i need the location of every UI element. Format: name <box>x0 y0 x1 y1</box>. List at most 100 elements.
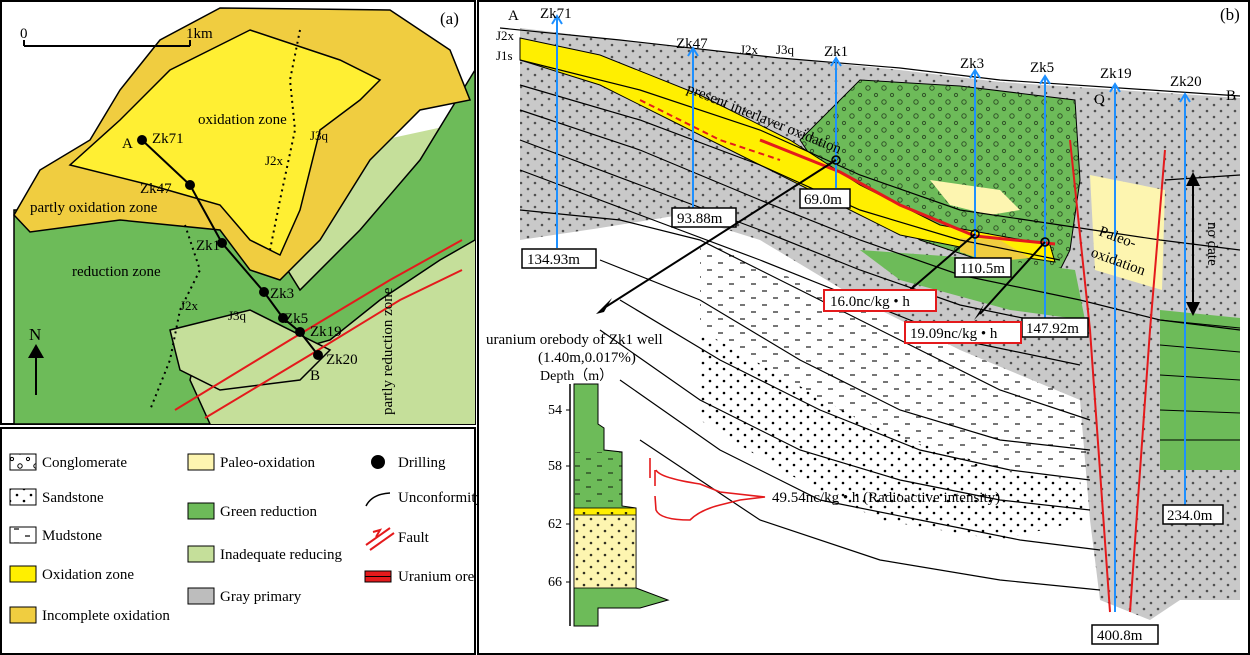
map-well-zk47: Zk47 <box>140 181 172 197</box>
depth-zk5: 147.92m <box>1026 321 1079 337</box>
section-end-a: A <box>508 8 519 24</box>
map-point-a: A <box>122 136 133 152</box>
panel-b-section: no date Zk71 Zk47 Zk1 Zk3 Zk5 Zk19 Zk20 <box>477 0 1250 655</box>
scale-start: 0 <box>20 26 28 42</box>
radioactive-label: 49.54nc/kg • h (Radioactive intensity) <box>772 490 1000 506</box>
incomplete-oxidation-swatch <box>9 606 37 624</box>
unconformity-icon <box>365 492 391 507</box>
legend-inadequate-reducing: Inadequate reducing <box>220 547 343 563</box>
depth-tick-54: 54 <box>548 403 562 418</box>
oxidation-zone-label: oxidation zone <box>198 112 287 128</box>
green-reduction-right <box>1160 310 1240 470</box>
legend-sandstone: Sandstone <box>42 490 104 506</box>
fault-west <box>1069 139 1111 613</box>
drilling-icon <box>371 455 385 469</box>
intensity-label-1: 16.0nc/kg • h <box>830 294 910 310</box>
map-well-zk1: Zk1 <box>196 238 220 254</box>
legend-incomplete-oxidation: Incomplete oxidation <box>42 608 170 624</box>
well-name-zk19: Zk19 <box>1100 66 1132 82</box>
inadequate-lobe <box>169 309 332 391</box>
no-date-label: no date <box>1204 222 1220 266</box>
inadequate-reducing-swatch <box>187 545 215 563</box>
legend-oxidation-zone: Oxidation zone <box>42 567 134 583</box>
depth-axis-title: Depth（m） <box>540 368 613 384</box>
legend-unconformity: Unconformity <box>398 490 483 506</box>
radioactive-curve <box>649 458 766 521</box>
well-name-zk3: Zk3 <box>960 56 984 72</box>
well-name-zk20: Zk20 <box>1170 74 1202 90</box>
depth-zk71: 134.93m <box>527 252 580 268</box>
legend-gray-primary: Gray primary <box>220 589 302 605</box>
green-reduction-swatch <box>187 502 215 520</box>
legend-mudstone: Mudstone <box>42 528 102 544</box>
oxidation-zone-area <box>68 29 382 257</box>
strata-j2x: J2x <box>496 28 515 43</box>
paleo-oxidation-area <box>1090 175 1165 290</box>
depth-zk47: 93.88m <box>677 211 723 227</box>
intensity-label-2: 19.09nc/kg • h <box>910 326 998 342</box>
depth-zk1: 69.0m <box>804 192 842 208</box>
well-dot-zk3 <box>259 287 269 297</box>
orebody-column: 54 58 62 66 <box>548 383 670 627</box>
callout-arrows <box>603 159 1046 315</box>
legend-green-reduction: Green reduction <box>220 504 318 520</box>
partly-reduction-label: partly reduction zone <box>380 287 396 415</box>
well-name-zk71: Zk71 <box>540 6 572 22</box>
oxidation-swatch <box>9 565 37 583</box>
panel-b-tag: (b) <box>1220 5 1240 24</box>
well-dot-zk5 <box>278 313 288 323</box>
well-dot-zk1 <box>217 238 227 248</box>
map-well-zk5: Zk5 <box>284 311 308 327</box>
depth-tick-58: 58 <box>548 459 562 474</box>
map-j2x-low: J2x <box>180 298 199 313</box>
depth-zk20: 234.0m <box>1167 508 1213 524</box>
well-dot-zk71 <box>137 135 147 145</box>
depth-zk19: 400.8m <box>1097 628 1143 644</box>
map-well-zk19: Zk19 <box>310 324 342 340</box>
uranium-ore-line <box>759 138 1056 246</box>
map-point-b: B <box>310 368 320 384</box>
map-wells <box>137 135 323 360</box>
orebody-sub: (1.40m,0.017%) <box>538 350 636 366</box>
panel-a-map: 0 1km (a) N oxidation zone partly oxidat… <box>0 0 476 425</box>
legend-paleo-oxidation: Paleo-oxidation <box>220 455 315 471</box>
well-dot-zk20 <box>313 350 323 360</box>
formation-boundary-low <box>149 224 202 411</box>
paleo-oxidation-swatch <box>187 453 215 471</box>
reduction-zone-label: reduction zone <box>72 264 161 280</box>
map-well-zk20: Zk20 <box>326 352 358 368</box>
legend-frame <box>0 427 476 655</box>
north-label: N <box>29 325 41 344</box>
orebody-title: uranium orebody of Zk1 well <box>486 332 663 348</box>
strata-j3q-mid: J3q <box>776 42 795 57</box>
well-name-zk5: Zk5 <box>1030 60 1054 76</box>
scale-end: 1km <box>186 26 213 42</box>
strata-j1s: J1s <box>496 48 513 63</box>
sandstone-swatch <box>9 488 37 506</box>
well-name-zk47: Zk47 <box>676 36 708 52</box>
map-well-zk3: Zk3 <box>270 286 294 302</box>
section-wells <box>556 18 1186 612</box>
depth-tick-62: 62 <box>548 517 562 532</box>
partly-oxidation-label: partly oxidation zone <box>30 200 158 216</box>
legend-drilling: Drilling <box>398 455 446 471</box>
section-point-q: Q <box>1094 92 1105 108</box>
section-end-b: B <box>1226 88 1236 104</box>
mudstone-swatch <box>9 526 37 544</box>
legend-conglomerate: Conglomerate <box>42 455 127 471</box>
strata-j2x-mid: J2x <box>740 42 759 57</box>
gray-primary-swatch <box>187 587 215 605</box>
legend: Conglomerate Sandstone Mudstone Oxidatio… <box>0 427 483 655</box>
legend-uranium-ore: Uranium ore <box>398 569 475 585</box>
map-well-zk71: Zk71 <box>152 131 184 147</box>
depth-tick-66: 66 <box>548 575 562 590</box>
well-dot-zk47 <box>185 180 195 190</box>
conglomerate-swatch <box>9 453 37 471</box>
fault-line-2 <box>204 269 463 419</box>
panel-a-tag: (a) <box>440 9 459 28</box>
well-dot-zk19 <box>295 327 305 337</box>
depth-zk3: 110.5m <box>960 261 1005 277</box>
legend-fault: Fault <box>398 530 430 546</box>
fault-line-1 <box>174 239 463 411</box>
